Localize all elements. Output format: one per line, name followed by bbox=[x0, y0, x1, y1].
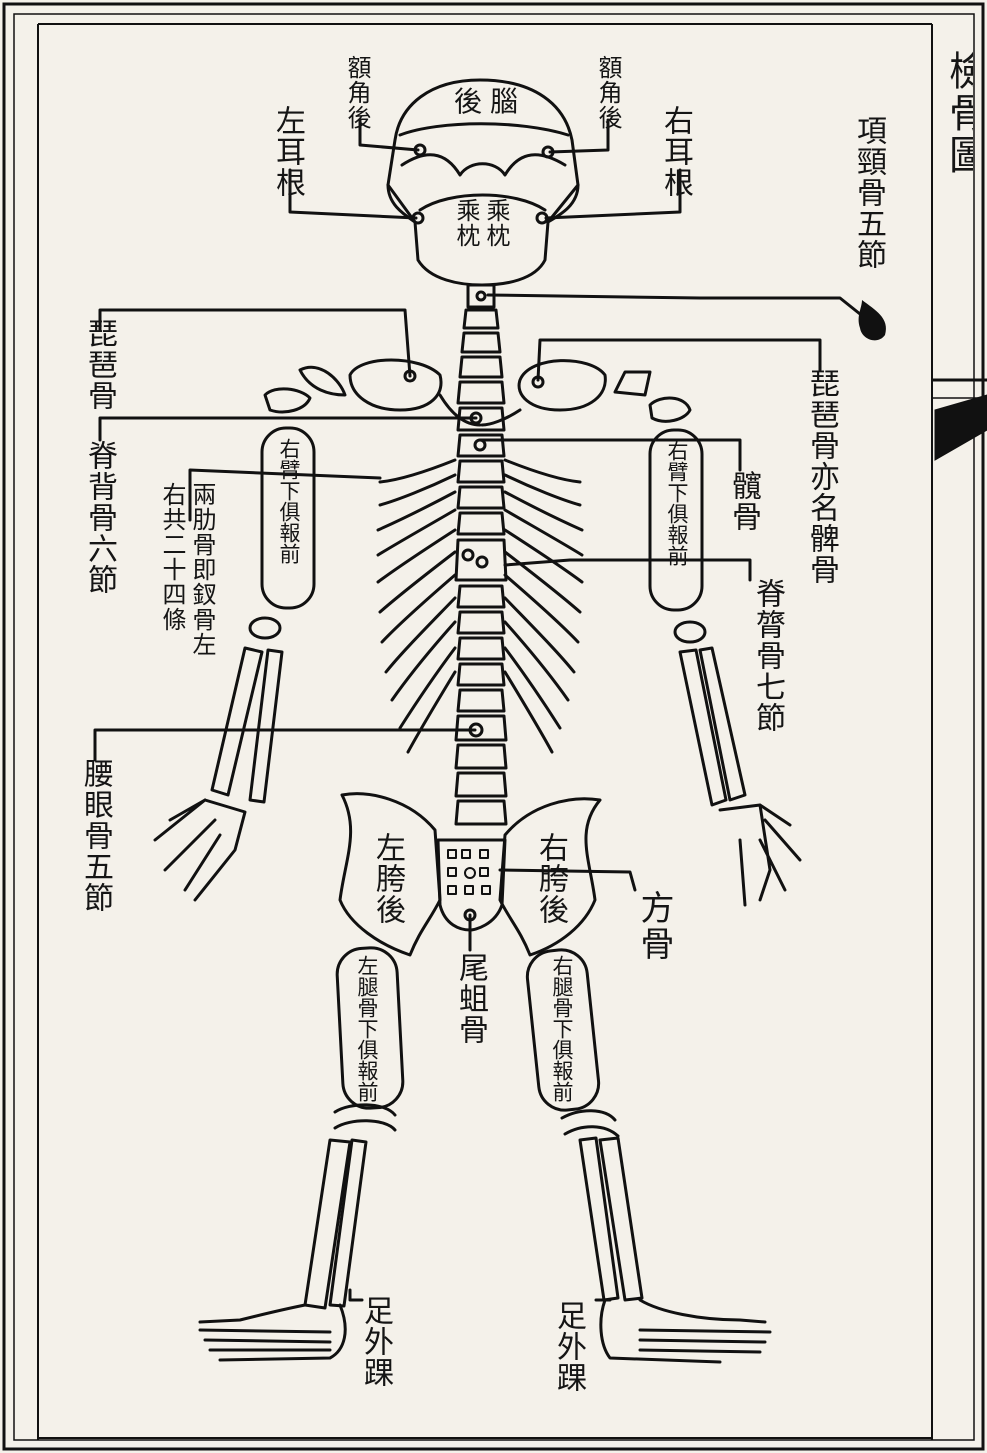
label-square-bone: 方骨 bbox=[637, 890, 671, 962]
label-right-arm: 右臂下俱報前 bbox=[666, 440, 687, 566]
label-right-ankle: 足外踝 bbox=[553, 1300, 583, 1393]
label-left-leg: 左腿骨下俱報前 bbox=[356, 955, 377, 1102]
left-ribs bbox=[378, 460, 455, 752]
label-left-hip: 左胯後 bbox=[372, 832, 402, 925]
label-left-forehead-corner: 額角後 bbox=[345, 55, 369, 130]
label-ribs-note-a: 兩肋骨即釵骨左 bbox=[190, 482, 214, 657]
skull-lower-label-left: 乘枕 bbox=[454, 198, 478, 248]
label-left-ear-root: 左耳根 bbox=[272, 105, 302, 198]
label-right-ear-root: 右耳根 bbox=[660, 105, 690, 198]
right-ribs bbox=[505, 460, 582, 752]
label-right-leg: 右腿骨下俱報前 bbox=[551, 955, 572, 1102]
label-lumbar: 腰眼骨五節 bbox=[80, 758, 110, 913]
label-back-spine: 脊背骨六節 bbox=[84, 440, 114, 595]
skull-lower-label-right: 乘枕 bbox=[484, 198, 508, 248]
skull-top-label: 後腦 bbox=[454, 88, 526, 116]
label-left-ankle: 足外踝 bbox=[360, 1295, 390, 1388]
label-tailbone: 尾蛆骨 bbox=[455, 952, 485, 1045]
label-sternum: 髖骨 bbox=[728, 470, 758, 532]
label-left-arm: 右臂下俱報前 bbox=[278, 438, 299, 564]
label-right-forehead-corner: 額角後 bbox=[596, 55, 620, 130]
label-right-pipa: 琵琶骨亦名髀骨 bbox=[806, 368, 836, 585]
label-ribs-note-b: 右共二十四條 bbox=[160, 482, 184, 632]
label-spine-waist: 脊膂骨七節 bbox=[752, 578, 782, 733]
label-right-hip: 右胯後 bbox=[535, 832, 565, 925]
label-neck-vertebrae: 項頸骨五節 bbox=[853, 115, 883, 270]
label-left-pipa: 琵琶骨 bbox=[84, 318, 114, 411]
